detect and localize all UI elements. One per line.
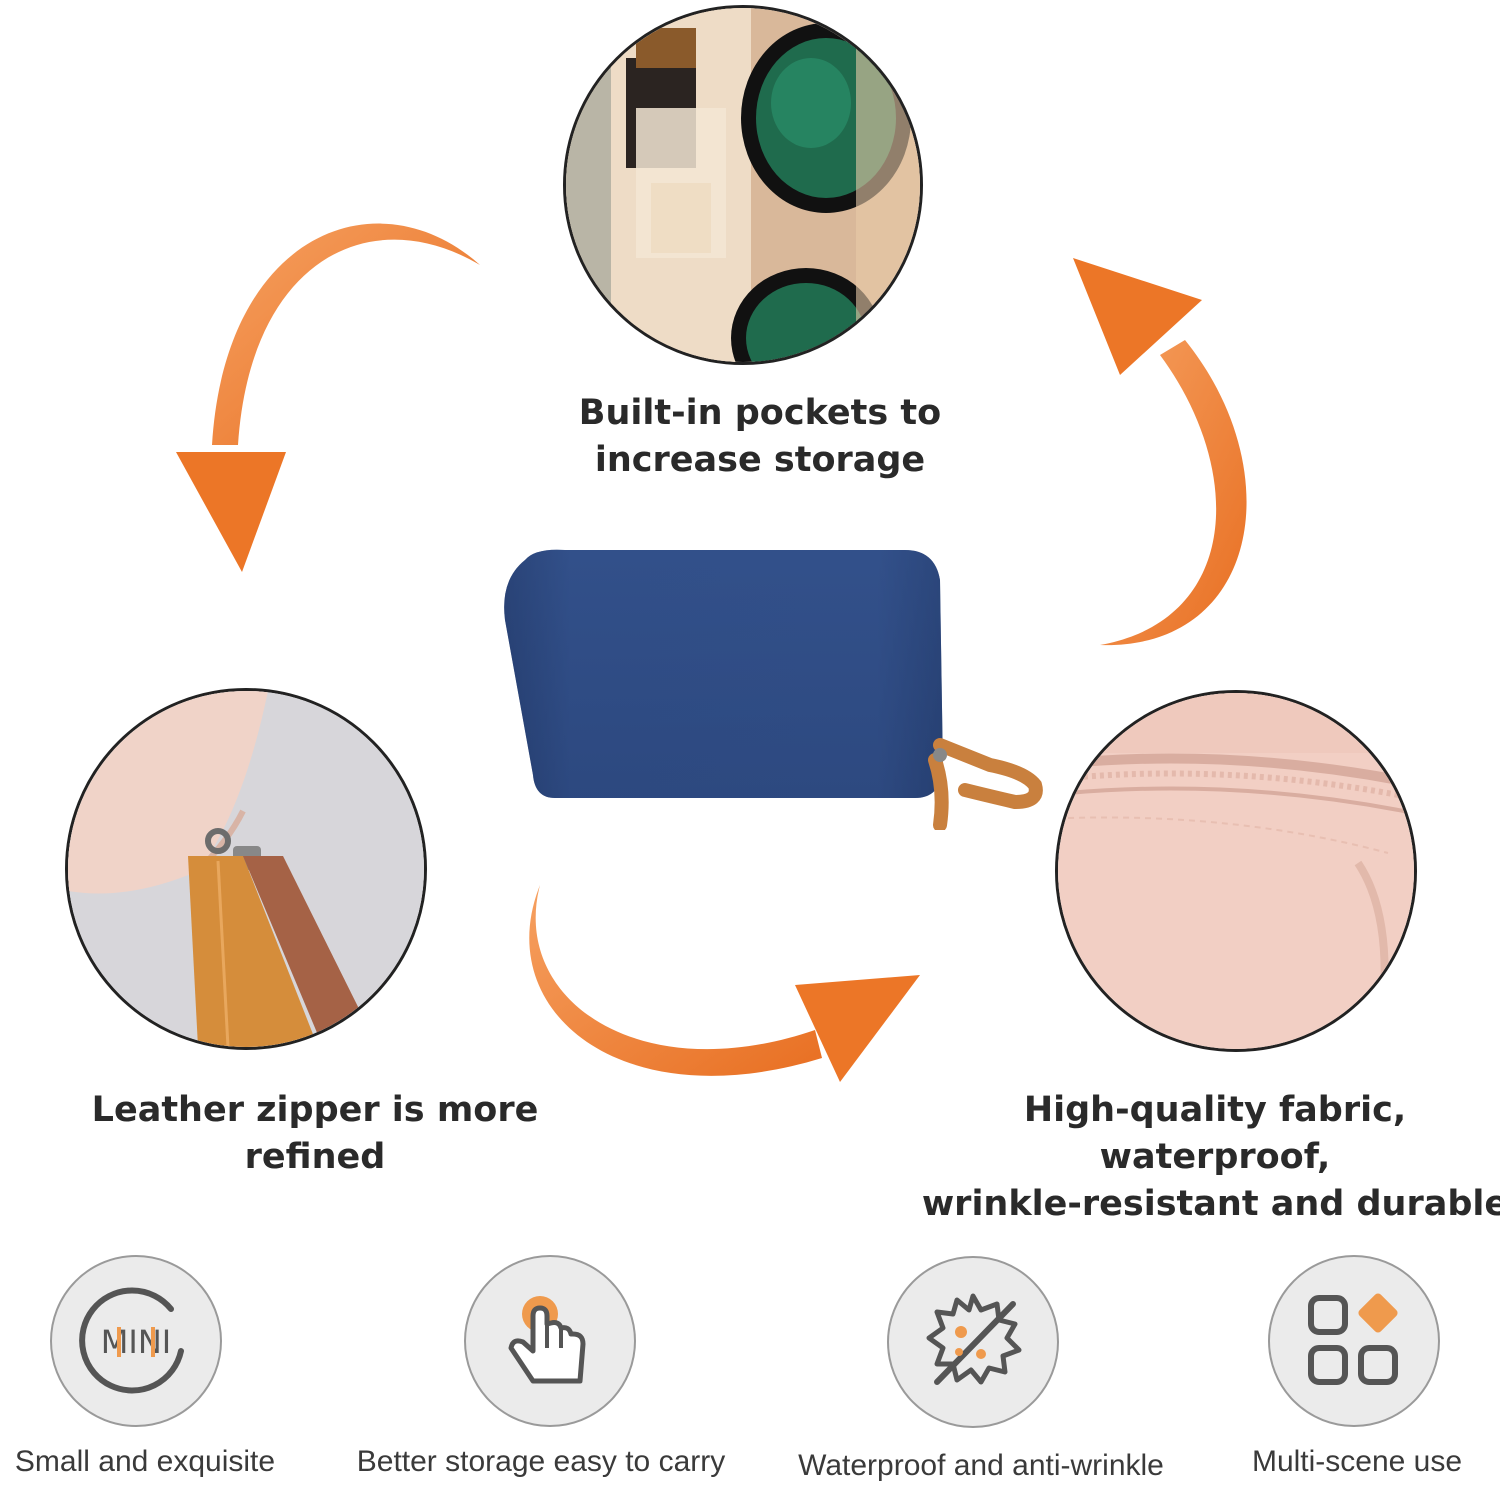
fabric-photo: [1055, 690, 1417, 1052]
icon-circle-waterproof: [887, 1256, 1059, 1428]
zipper-photo: [65, 688, 427, 1050]
multi-scene-icon: [1308, 1293, 1398, 1385]
product-bag: [504, 549, 1043, 830]
hand-touch-icon: [508, 1296, 586, 1384]
icon-circle-mini: MINI: [50, 1255, 222, 1427]
arrow-right-bottom: [529, 885, 920, 1082]
icon-label-storage: Better storage easy to carry: [356, 1445, 726, 1478]
icon-circle-storage: [464, 1255, 636, 1427]
feature-zipper: Leather zipper is more refined: [91, 1090, 539, 1177]
icon-circle-multi: [1268, 1255, 1440, 1427]
arrow-down-left: [176, 223, 480, 572]
icon-label-small: Small and exquisite: [14, 1445, 276, 1478]
anti-wrinkle-icon: [926, 1293, 1022, 1385]
svg-text:MINI: MINI: [101, 1323, 171, 1361]
icon-label-waterproof: Waterproof and anti-wrinkle: [798, 1449, 1164, 1482]
mini-icon: MINI: [79, 1287, 184, 1394]
arrow-up-right: [1073, 258, 1247, 646]
pockets-photo: [563, 5, 923, 365]
icon-label-multi: Multi-scene use: [1251, 1445, 1463, 1478]
feature-pockets: Built-in pockets to increase storage: [578, 393, 942, 480]
feature-fabric: High-quality fabric, waterproof, wrinkle…: [921, 1090, 1500, 1224]
